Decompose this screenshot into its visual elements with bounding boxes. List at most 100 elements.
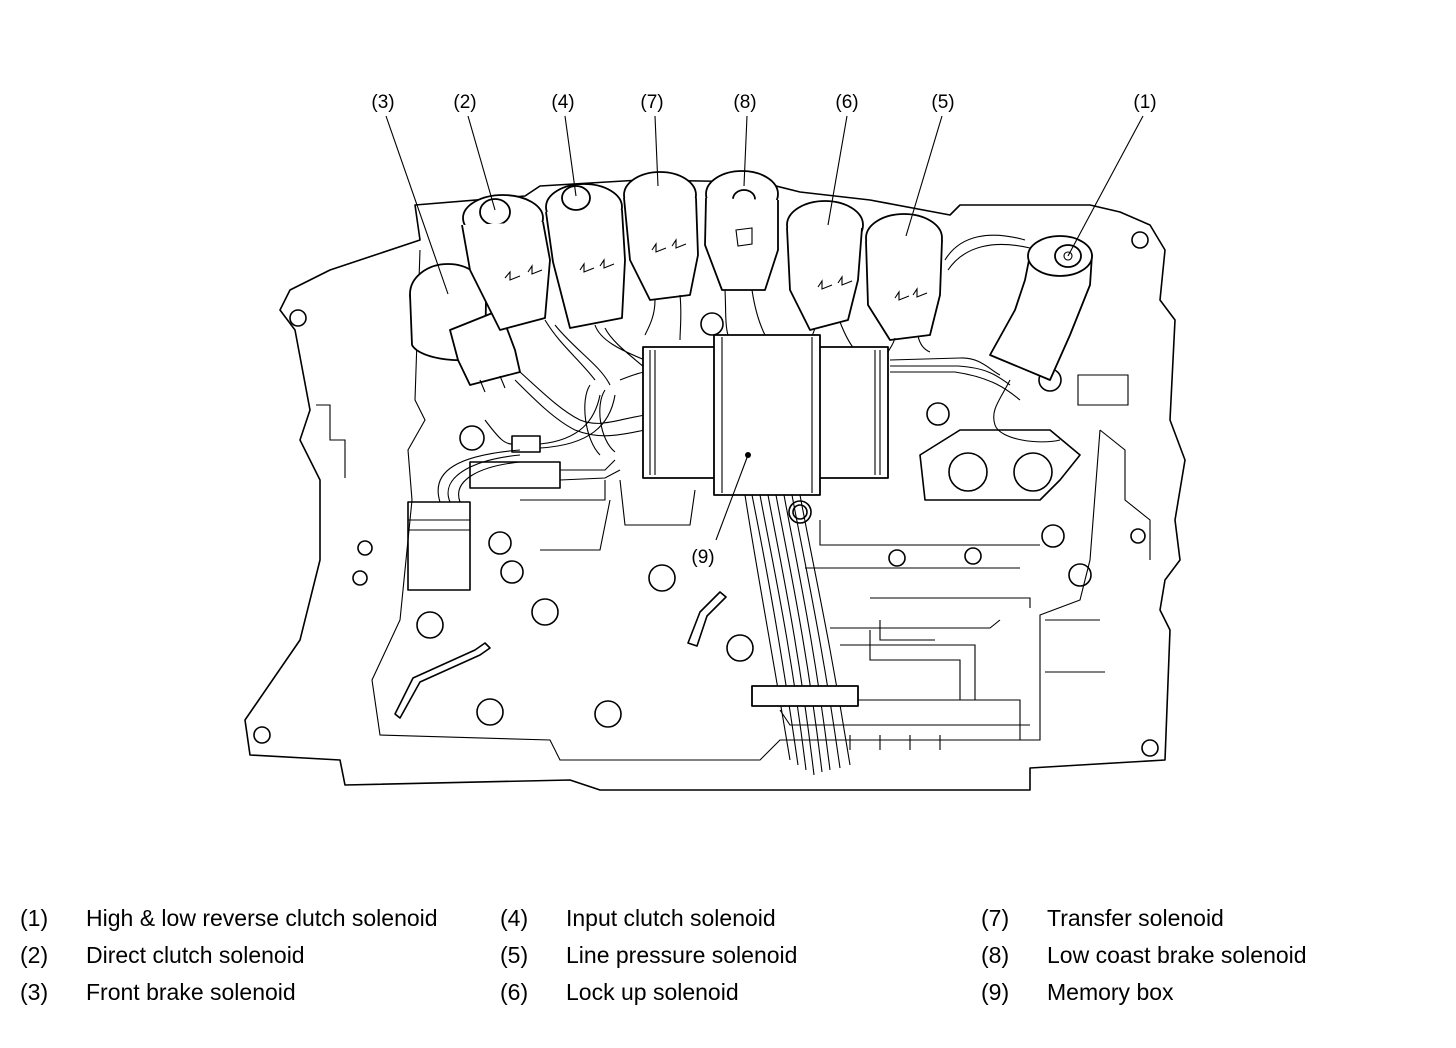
legend-label: Input clutch solenoid xyxy=(566,905,776,931)
callout-4: (4) xyxy=(551,92,574,113)
harness-clip xyxy=(511,435,541,453)
bolt-hole xyxy=(289,309,307,327)
bolt-hole xyxy=(416,611,444,639)
leader-line xyxy=(905,115,943,237)
harness-wire xyxy=(437,449,521,503)
leader-dot xyxy=(745,452,751,458)
harness-clamp xyxy=(751,685,859,707)
port-hole xyxy=(1013,452,1053,492)
passage xyxy=(540,499,611,551)
bolt-hole xyxy=(531,598,559,626)
callout-8: (8) xyxy=(733,92,756,113)
bolt-hole xyxy=(1041,524,1065,548)
bolt-hole xyxy=(488,531,512,555)
leader-line xyxy=(715,454,749,541)
bolt-hole xyxy=(1130,528,1146,544)
passage xyxy=(830,619,1001,629)
connector-lip xyxy=(408,519,470,531)
passage xyxy=(1099,429,1151,560)
solenoid-wire xyxy=(889,357,1021,401)
callout-9: (9) xyxy=(691,547,714,568)
solenoid-wire xyxy=(993,379,1061,443)
solenoid-1 xyxy=(989,235,1093,381)
solenoid-wire xyxy=(724,289,766,336)
passage xyxy=(849,735,941,750)
solenoid-8 xyxy=(704,170,779,291)
callout-3: (3) xyxy=(371,92,394,113)
bolt-hole xyxy=(788,500,812,524)
passage xyxy=(1077,374,1129,406)
passage xyxy=(819,520,1040,546)
passage xyxy=(619,479,696,526)
passage xyxy=(840,644,976,700)
harness-bundle xyxy=(744,494,851,776)
harness-wire xyxy=(520,459,621,501)
callout-7: (7) xyxy=(640,92,663,113)
leader-line xyxy=(1067,115,1144,257)
solenoid-6 xyxy=(786,200,864,331)
control-valve-diagram: (1) (2) (3) (4) (5) (6) (7) (8) (9) xyxy=(244,92,1186,791)
passage xyxy=(316,404,346,478)
solenoid-5 xyxy=(865,213,943,341)
legend-label: Memory box xyxy=(1047,979,1174,1005)
harness-wire xyxy=(484,394,616,449)
solenoid-wire xyxy=(514,371,646,437)
bolt-hole xyxy=(700,312,724,336)
passage xyxy=(830,699,1021,740)
valve-body-outline xyxy=(244,179,1186,791)
connector-body xyxy=(407,501,471,591)
channel-slot xyxy=(687,591,727,647)
legend: (1) High & low reverse clutch solenoid (… xyxy=(20,900,1436,1020)
solenoid-wire xyxy=(594,324,646,369)
bolt-hole xyxy=(352,570,368,586)
legend-number: (8) xyxy=(981,942,1010,968)
memory-box xyxy=(642,334,889,496)
leader-line xyxy=(564,115,577,197)
legend-label: Front brake solenoid xyxy=(86,979,296,1005)
bolt-hole xyxy=(500,560,524,584)
passage xyxy=(779,709,1030,726)
bolt-hole xyxy=(926,402,950,426)
bolt-hole xyxy=(1131,231,1149,249)
leader-line xyxy=(743,115,748,187)
leader-line xyxy=(827,115,848,226)
harness-connector xyxy=(469,461,561,489)
callout-5: (5) xyxy=(931,92,954,113)
leader-line xyxy=(467,115,496,211)
bolt-hole xyxy=(964,547,982,565)
bolt-hole xyxy=(1068,563,1092,587)
legend-label: Transfer solenoid xyxy=(1047,905,1224,931)
bolt-hole xyxy=(594,700,622,728)
callout-6: (6) xyxy=(835,92,858,113)
legend-number: (4) xyxy=(500,905,529,931)
bolt-hole xyxy=(1141,739,1159,757)
legend-number: (3) xyxy=(20,979,49,1005)
solenoid-7 xyxy=(623,171,699,301)
legend-number: (5) xyxy=(500,942,529,968)
port-hole xyxy=(948,452,988,492)
legend-label: Low coast brake solenoid xyxy=(1047,942,1307,968)
solenoid-wire xyxy=(644,294,682,341)
callout-1: (1) xyxy=(1133,92,1156,113)
legend-number: (7) xyxy=(981,905,1010,931)
bolt-hole xyxy=(476,698,504,726)
legend-number: (9) xyxy=(981,979,1010,1005)
bolt-hole xyxy=(253,726,271,744)
bolt-hole xyxy=(459,425,485,451)
bolt-hole xyxy=(888,549,906,567)
legend-label: Line pressure solenoid xyxy=(566,942,798,968)
legend-number: (6) xyxy=(500,979,529,1005)
leader-line xyxy=(654,115,659,187)
legend-label: Lock up solenoid xyxy=(566,979,739,1005)
legend-number: (1) xyxy=(20,905,49,931)
bolt-hole xyxy=(792,504,808,520)
solenoid-wire xyxy=(544,319,611,386)
channel-slot xyxy=(394,642,491,719)
port-plate xyxy=(919,429,1081,501)
callout-2: (2) xyxy=(453,92,476,113)
passage xyxy=(879,620,935,641)
bolt-hole xyxy=(648,564,676,592)
legend-label: Direct clutch solenoid xyxy=(86,942,305,968)
solenoid-wire xyxy=(944,234,1031,271)
legend-label: High & low reverse clutch solenoid xyxy=(86,905,438,931)
